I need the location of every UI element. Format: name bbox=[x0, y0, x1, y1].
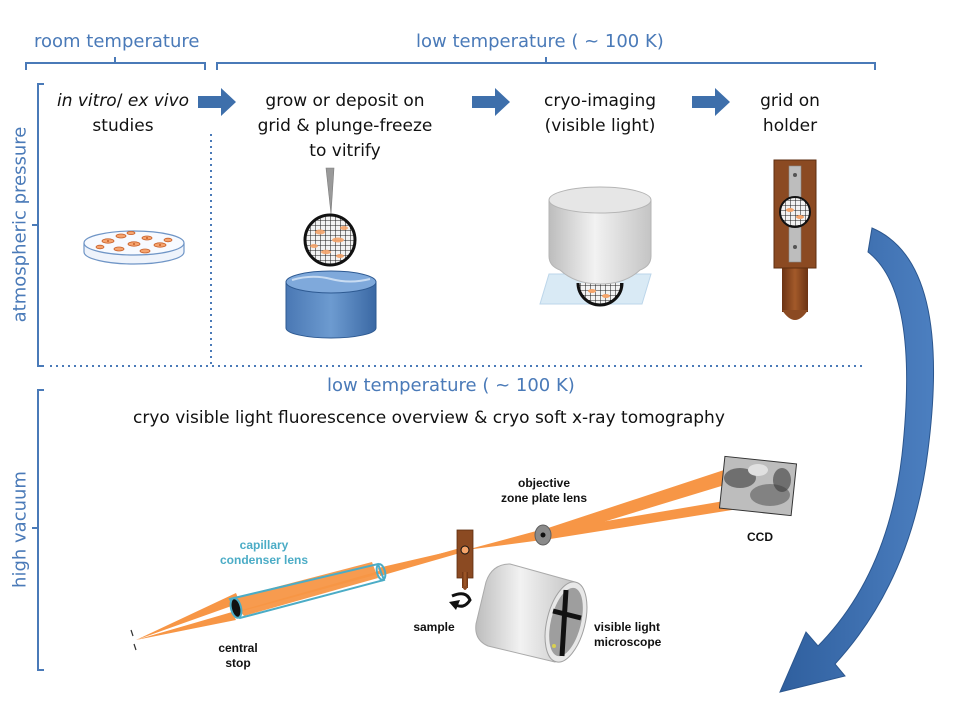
zone-plate-lens bbox=[534, 524, 552, 546]
cryo-imaging-icon bbox=[539, 186, 652, 307]
step-4-line-1: grid on bbox=[760, 91, 820, 111]
capillary-condenser-label: capillary condenser lens bbox=[196, 538, 332, 568]
grid-holder-icon bbox=[773, 159, 817, 320]
room-temperature-label: room temperature bbox=[34, 31, 200, 52]
condenser-beam bbox=[136, 548, 460, 640]
microscope-label-line-2: microscope bbox=[594, 635, 662, 649]
step-1-line-2: studies bbox=[92, 116, 154, 136]
objective-zone-plate-label: objective zone plate lens bbox=[476, 476, 612, 506]
objective-label-line-2: zone plate lens bbox=[500, 491, 588, 505]
step-2-line-2: grid & plunge-freeze bbox=[257, 116, 433, 136]
capillary-condenser-lens bbox=[228, 562, 387, 620]
in-vitro-text: in vitro bbox=[56, 91, 117, 111]
visible-light-microscope-icon bbox=[475, 563, 588, 663]
step-3-line-1: cryo-imaging bbox=[543, 91, 657, 111]
sample-label: sample bbox=[413, 620, 455, 634]
step-3-line-2: (visible light) bbox=[544, 116, 656, 136]
step-cryo-imaging: cryo-imaging (visible light) bbox=[520, 89, 680, 139]
step-arrow-3 bbox=[692, 88, 730, 116]
atmospheric-pressure-label: atmospheric pressure bbox=[9, 126, 31, 323]
plunge-freeze-icon bbox=[285, 167, 377, 339]
bottom-subtitle: cryo visible light fluorescence overview… bbox=[133, 408, 725, 428]
capillary-label-line-2: condenser lens bbox=[219, 553, 309, 567]
low-temperature-bracket bbox=[216, 57, 876, 70]
high-vacuum-bracket bbox=[32, 389, 44, 671]
ex-vivo-text: ex vivo bbox=[127, 91, 190, 111]
step-2-line-1: grow or deposit on bbox=[265, 91, 425, 111]
transfer-arrow bbox=[779, 227, 935, 693]
step-grid-on-holder: grid on holder bbox=[730, 89, 850, 139]
step-arrow-1 bbox=[198, 88, 236, 116]
ccd-detector bbox=[718, 455, 798, 517]
sample-holder bbox=[456, 529, 474, 590]
step-1-line-1: in vitro/ ex vivo bbox=[48, 89, 198, 114]
high-vacuum-label: high vacuum bbox=[9, 471, 31, 588]
central-stop-label: central stop bbox=[206, 641, 270, 671]
low-temperature-label: low temperature ( ~ 100 K) bbox=[416, 31, 664, 52]
objective-beam bbox=[466, 470, 732, 550]
low-temperature-bottom-label: low temperature ( ~ 100 K) bbox=[327, 375, 575, 396]
objective-label-line-1: objective bbox=[517, 476, 571, 490]
source-marks bbox=[130, 629, 137, 651]
central-stop-line-2: stop bbox=[225, 656, 251, 670]
central-stop-line-1: central bbox=[218, 641, 258, 655]
capillary-label-line-1: capillary bbox=[239, 538, 289, 552]
ccd-label: CCD bbox=[747, 530, 773, 544]
petri-dish-icon bbox=[83, 230, 185, 265]
xray-setup bbox=[130, 455, 798, 663]
room-temperature-bracket bbox=[25, 57, 206, 70]
step-in-vitro-studies: in vitro/ ex vivo studies bbox=[48, 89, 198, 139]
step-arrow-2 bbox=[472, 88, 510, 116]
step-2-line-3: to vitrify bbox=[309, 141, 381, 161]
separator-text: / bbox=[116, 91, 128, 111]
microscope-label-line-1: visible light bbox=[594, 620, 661, 634]
step-plunge-freeze: grow or deposit on grid & plunge-freeze … bbox=[250, 89, 440, 164]
step-4-line-2: holder bbox=[762, 116, 818, 136]
visible-light-microscope-label: visible light microscope bbox=[594, 620, 690, 650]
atmospheric-pressure-bracket bbox=[32, 83, 44, 367]
rotation-arrow-icon bbox=[449, 592, 472, 610]
